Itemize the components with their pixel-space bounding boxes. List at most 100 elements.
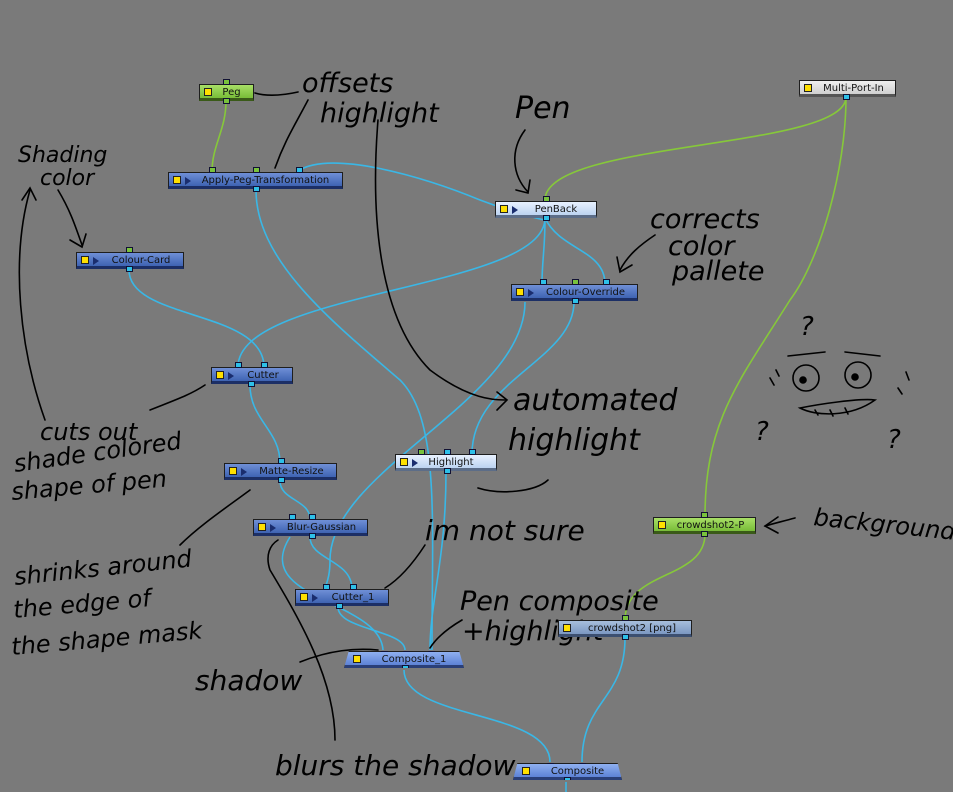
arrow-shrinks (179, 489, 251, 546)
arrow-pen (514, 129, 529, 193)
expand-arrow-icon[interactable] (228, 372, 234, 380)
peg-input-port[interactable] (223, 79, 230, 85)
cutter-1-output-port[interactable] (336, 603, 343, 609)
wire-composite1-to-composite (403, 669, 551, 763)
node-enable-checkbox[interactable] (500, 205, 508, 213)
arrowhead-corrects (616, 256, 633, 274)
apply-peg-input-port-3[interactable] (296, 167, 303, 173)
node-enable-checkbox[interactable] (229, 467, 237, 475)
colour-card-output-port[interactable] (126, 266, 133, 272)
highlight-input-port-1[interactable] (418, 449, 425, 455)
wire-colourcard-to-cutter (128, 269, 265, 368)
arrow-notsure (384, 544, 426, 589)
node-multi-port-in[interactable]: Multi-Port-In (799, 80, 896, 100)
node-enable-checkbox[interactable] (300, 593, 308, 601)
node-enable-checkbox[interactable] (173, 176, 181, 184)
composite-1-input-port-2[interactable] (403, 651, 410, 652)
node-crowdshot2-p[interactable]: crowdshot2-P (653, 512, 756, 537)
annotation-cuts-out: cuts out (40, 418, 139, 446)
node-enable-checkbox[interactable] (216, 371, 224, 379)
cutter-input-port-2[interactable] (261, 362, 268, 368)
annotation-pen-composite: Pen composite (460, 586, 659, 617)
node-label: crowdshot2 [png] (588, 623, 676, 634)
highlight-input-port-2[interactable] (444, 449, 451, 455)
expand-arrow-icon[interactable] (312, 594, 318, 602)
expand-arrow-icon[interactable] (241, 468, 247, 476)
composite-output-port[interactable] (564, 777, 571, 780)
wire-penback-to-cutter (237, 217, 546, 368)
colour-override-input-port-2[interactable] (572, 279, 579, 285)
wire-crowdshot-p-to-png (624, 533, 706, 621)
peg-output-port[interactable] (223, 98, 230, 104)
annotation-the-edge: the edge of (12, 584, 155, 624)
node-cutter-1[interactable]: Cutter_1 (295, 584, 389, 609)
node-peg[interactable]: Peg (199, 79, 254, 104)
node-crowdshot2-png[interactable]: crowdshot2 [png] (558, 615, 692, 640)
node-enable-checkbox[interactable] (563, 624, 571, 632)
node-penback[interactable]: PenBack (495, 196, 597, 221)
cutter-1-input-port-2[interactable] (350, 584, 357, 590)
node-enable-checkbox[interactable] (258, 523, 266, 531)
node-enable-checkbox[interactable] (204, 88, 212, 96)
expand-arrow-icon[interactable] (185, 177, 191, 185)
crowdshot2-png-output-port[interactable] (622, 634, 629, 640)
node-apply-peg-transformation[interactable]: Apply-Peg-Transformation (168, 167, 343, 192)
cutter-1-input-port-1[interactable] (323, 584, 330, 590)
node-enable-checkbox[interactable] (658, 521, 666, 529)
node-blur-gaussian[interactable]: Blur-Gaussian (253, 514, 368, 539)
blur-gaussian-input-port-2[interactable] (309, 514, 316, 520)
expand-arrow-icon[interactable] (512, 206, 518, 214)
node-enable-checkbox[interactable] (522, 767, 530, 775)
colour-override-output-port[interactable] (572, 298, 579, 304)
composite-1-input-port-3[interactable] (428, 651, 435, 652)
node-enable-checkbox[interactable] (400, 458, 408, 466)
composite-input-port-2[interactable] (579, 763, 586, 764)
expand-arrow-icon[interactable] (270, 524, 276, 532)
multi-port-in-output-port[interactable] (843, 94, 850, 100)
apply-peg-input-port-2[interactable] (253, 167, 260, 173)
node-highlight[interactable]: Highlight (395, 449, 497, 474)
cutter-output-port[interactable] (248, 381, 255, 387)
node-enable-checkbox[interactable] (81, 256, 89, 264)
apply-peg-output-port[interactable] (253, 186, 260, 192)
expand-arrow-icon[interactable] (412, 459, 418, 467)
colour-card-input-port[interactable] (126, 247, 133, 253)
penback-output-port[interactable] (543, 215, 550, 221)
matte-resize-output-port[interactable] (278, 477, 285, 483)
expand-arrow-icon[interactable] (528, 289, 534, 297)
arrow-offsets-to-peg (254, 91, 299, 96)
matte-resize-input-port[interactable] (278, 458, 285, 464)
expand-arrow-icon[interactable] (93, 257, 99, 265)
node-composite-1[interactable]: Composite_1 (344, 651, 464, 668)
blur-gaussian-input-port[interactable] (289, 514, 296, 520)
highlight-input-port-3[interactable] (469, 449, 476, 455)
colour-override-input-port-3[interactable] (603, 279, 610, 285)
arrow-highlight-long (374, 119, 506, 401)
composite-input-port-1[interactable] (547, 763, 554, 764)
node-colour-override[interactable]: Colour-Override (511, 279, 638, 304)
wire-apply-to-highlight (255, 189, 434, 651)
wire-highlight-to-composite1 (429, 471, 447, 651)
highlight-output-port[interactable] (444, 468, 451, 474)
apply-peg-input-port[interactable] (209, 167, 216, 173)
composite-1-output-port[interactable] (402, 665, 409, 668)
node-enable-checkbox[interactable] (516, 288, 524, 296)
node-enable-checkbox[interactable] (353, 655, 361, 663)
node-label: Colour-Card (111, 255, 171, 266)
node-cutter[interactable]: Cutter (211, 362, 293, 387)
annotations (18, 91, 910, 741)
penback-input-port[interactable] (543, 196, 550, 202)
node-enable-checkbox[interactable] (804, 84, 812, 92)
node-composite[interactable]: Composite (513, 763, 622, 780)
node-colour-card[interactable]: Colour-Card (76, 247, 184, 272)
crowdshot2-p-input-port[interactable] (701, 512, 708, 518)
node-matte-resize[interactable]: Matte-Resize (224, 458, 337, 483)
crowdshot2-p-output-port[interactable] (701, 531, 708, 537)
composite-1-input-port-1[interactable] (381, 651, 388, 652)
node-label: Matte-Resize (259, 466, 324, 477)
colour-override-input-port-1[interactable] (540, 279, 547, 285)
cutter-input-port-1[interactable] (235, 362, 242, 368)
crowdshot2-png-input-port[interactable] (622, 615, 629, 621)
blur-gaussian-output-port[interactable] (309, 533, 316, 539)
